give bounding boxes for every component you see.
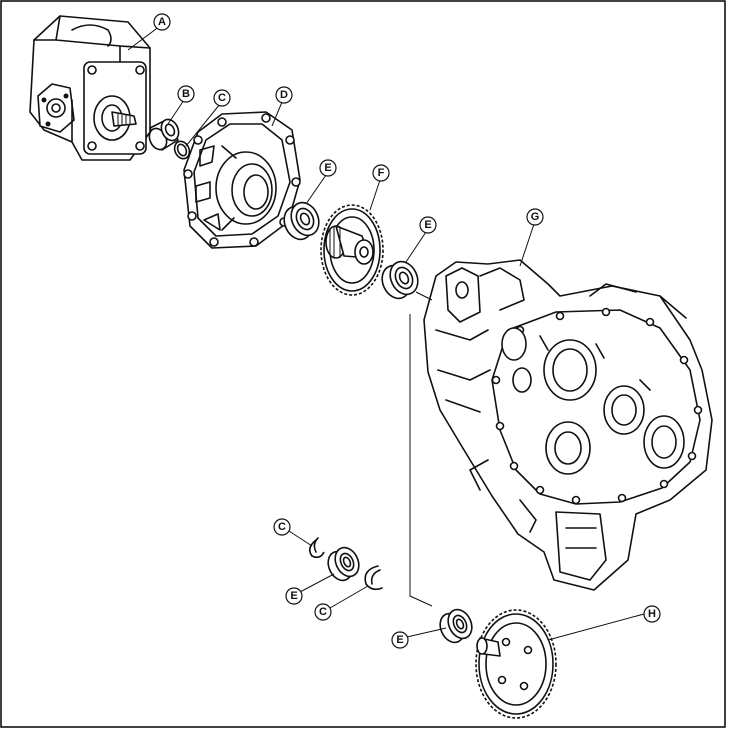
callout-e4-label: E (396, 634, 403, 646)
callout-c1-label: C (218, 92, 226, 104)
callout-a-label: A (158, 16, 166, 28)
part-e-bearing-3 (327, 546, 360, 582)
callout-e2-label: E (424, 219, 431, 231)
callout-e1-label: E (324, 162, 331, 174)
callout-b-label: B (182, 88, 190, 100)
callout-h-leader (547, 613, 645, 641)
assembly-axis-line (409, 291, 433, 607)
part-h-driven-gear (475, 609, 557, 719)
part-a-hydraulic-pump (29, 15, 151, 161)
callout-c1-leader (185, 103, 221, 147)
part-g-gear-case (423, 259, 713, 591)
part-b-coupling-sleeve (148, 118, 180, 151)
callout-h-label: H (648, 608, 656, 620)
callout-f-circle (372, 164, 390, 182)
callout-e4-circle (391, 631, 409, 649)
callout-d-circle (275, 86, 293, 104)
callout-e3-leader (299, 573, 335, 593)
callout-e2-leader (405, 231, 427, 263)
callout-d-label: D (280, 89, 288, 101)
callout-c3-circle (314, 603, 332, 621)
callout-b-circle (177, 85, 195, 103)
callout-g-leader (519, 223, 535, 267)
callout-f-leader (369, 179, 381, 211)
callout-e4-leader (406, 627, 447, 638)
callout-c3-leader (329, 585, 369, 609)
callout-c2-circle (273, 518, 291, 536)
callout-a-leader (127, 25, 161, 51)
callout-c2-label: C (278, 521, 286, 533)
callout-b-leader (167, 99, 185, 125)
callout-f-label: F (378, 167, 385, 179)
callout-g-label: G (531, 211, 540, 223)
callout-e1-circle (319, 159, 337, 177)
part-e-bearing-2 (381, 260, 419, 300)
callout-c3-label: C (319, 606, 327, 618)
callout-e1-leader (305, 174, 327, 205)
callouts: A B C D E F E G C E C E (127, 13, 661, 649)
callout-e2-circle (419, 216, 437, 234)
part-e-bearing-1 (283, 201, 320, 241)
callout-e3-circle (285, 587, 303, 605)
callout-a-circle (153, 13, 171, 31)
part-c-snap-ring-lower-left (308, 537, 325, 559)
part-e-bearing-4 (439, 608, 473, 644)
callout-c1-circle (213, 89, 231, 107)
part-f-drive-gear (320, 204, 384, 296)
callout-e3-label: E (290, 590, 297, 602)
callout-c2-leader (288, 530, 313, 547)
callout-g-circle (526, 208, 544, 226)
part-c-snap-ring-lower-right (364, 565, 383, 591)
part-d-adapter-housing (183, 111, 301, 249)
callout-d-leader (271, 101, 283, 127)
callout-h-circle (643, 605, 661, 623)
